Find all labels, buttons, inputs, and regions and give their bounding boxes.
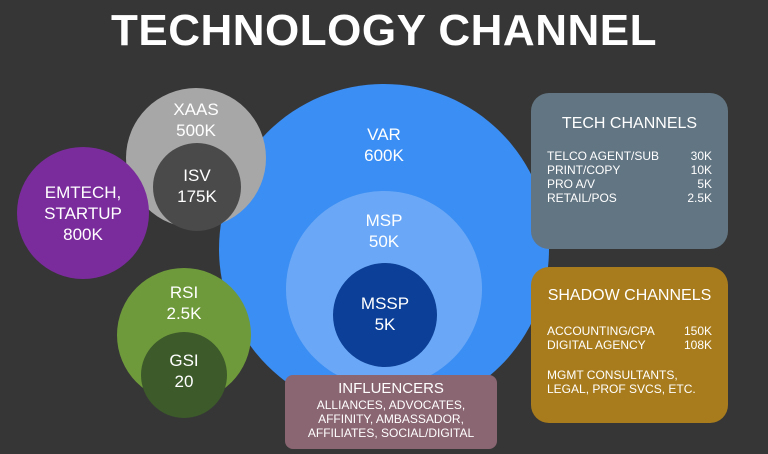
tech-channels-title: TECH CHANNELS bbox=[561, 115, 698, 132]
tech-channel-row: TELCO AGENT/SUB 30K bbox=[547, 149, 712, 163]
shadow-channels-box: SHADOW CHANNELS ACCOUNTING/CPA 150K DIGI… bbox=[531, 267, 728, 423]
tech-channel-row: PRO A/V 5K bbox=[547, 177, 712, 191]
tech-channel-label: RETAIL/POS bbox=[547, 191, 617, 205]
shadow-channel-value: 108K bbox=[683, 338, 712, 352]
emtech-circle: EMTECH, STARTUP 800K bbox=[17, 147, 149, 279]
tech-channel-label: PRO A/V bbox=[547, 177, 596, 191]
tech-channel-value: 10K bbox=[690, 163, 712, 177]
tech-channel-label: PRINT/COPY bbox=[547, 163, 621, 177]
tech-channel-row: RETAIL/POS 2.5K bbox=[547, 191, 712, 205]
rsi-label: RSI bbox=[169, 283, 199, 302]
emtech-label-line2: STARTUP bbox=[44, 203, 122, 223]
isv-label: ISV bbox=[183, 166, 211, 185]
gsi-label: GSI bbox=[169, 351, 199, 370]
msp-value: 50K bbox=[368, 232, 400, 251]
tech-channel-value: 2.5K bbox=[687, 191, 712, 205]
shadow-channels-note-line1: MGMT CONSULTANTS, bbox=[547, 368, 678, 382]
isv-circle: ISV 175K bbox=[153, 143, 241, 231]
mssp-circle: MSSP 5K bbox=[333, 263, 437, 367]
shadow-channels-note-line2: LEGAL, PROF SVCS, ETC. bbox=[547, 382, 696, 396]
influencers-title: INFLUENCERS bbox=[338, 380, 444, 397]
mssp-value: 5K bbox=[374, 315, 396, 334]
rsi-value: 2.5K bbox=[166, 304, 202, 323]
var-label: VAR bbox=[367, 125, 401, 144]
shadow-channel-value: 150K bbox=[683, 324, 712, 338]
influencers-box: INFLUENCERS ALLIANCES, ADVOCATES, AFFINI… bbox=[285, 375, 497, 449]
emtech-label-line1: EMTECH, bbox=[44, 182, 122, 202]
shadow-channels-title: SHADOW CHANNELS bbox=[547, 287, 712, 304]
var-value: 600K bbox=[364, 146, 404, 165]
shadow-channel-row: ACCOUNTING/CPA 150K bbox=[547, 324, 712, 338]
influencers-line2: AFFINITY, AMBASSADOR, bbox=[318, 412, 464, 426]
tech-channels-box: TECH CHANNELS TELCO AGENT/SUB 30K PRINT/… bbox=[531, 93, 728, 249]
xaas-label: XAAS bbox=[173, 100, 219, 119]
msp-label: MSP bbox=[365, 211, 403, 230]
mssp-label: MSSP bbox=[360, 294, 410, 313]
tech-channel-value: 30K bbox=[690, 149, 712, 163]
xaas-value: 500K bbox=[176, 121, 216, 140]
tech-channel-row: PRINT/COPY 10K bbox=[547, 163, 712, 177]
gsi-value: 20 bbox=[174, 372, 194, 391]
tech-channel-label: TELCO AGENT/SUB bbox=[547, 149, 660, 163]
influencers-line1: ALLIANCES, ADVOCATES, bbox=[316, 398, 466, 412]
isv-value: 175K bbox=[177, 187, 217, 206]
shadow-channel-row: DIGITAL AGENCY 108K bbox=[547, 338, 712, 352]
influencers-line3: AFFILIATES, SOCIAL/DIGITAL bbox=[307, 426, 475, 440]
shadow-channel-label: DIGITAL AGENCY bbox=[547, 338, 646, 352]
emtech-value: 800K bbox=[63, 224, 103, 244]
gsi-circle: GSI 20 bbox=[141, 332, 227, 418]
page-title: TECHNOLOGY CHANNEL bbox=[111, 6, 657, 55]
tech-channel-value: 5K bbox=[697, 177, 712, 191]
shadow-channel-label: ACCOUNTING/CPA bbox=[547, 324, 655, 338]
